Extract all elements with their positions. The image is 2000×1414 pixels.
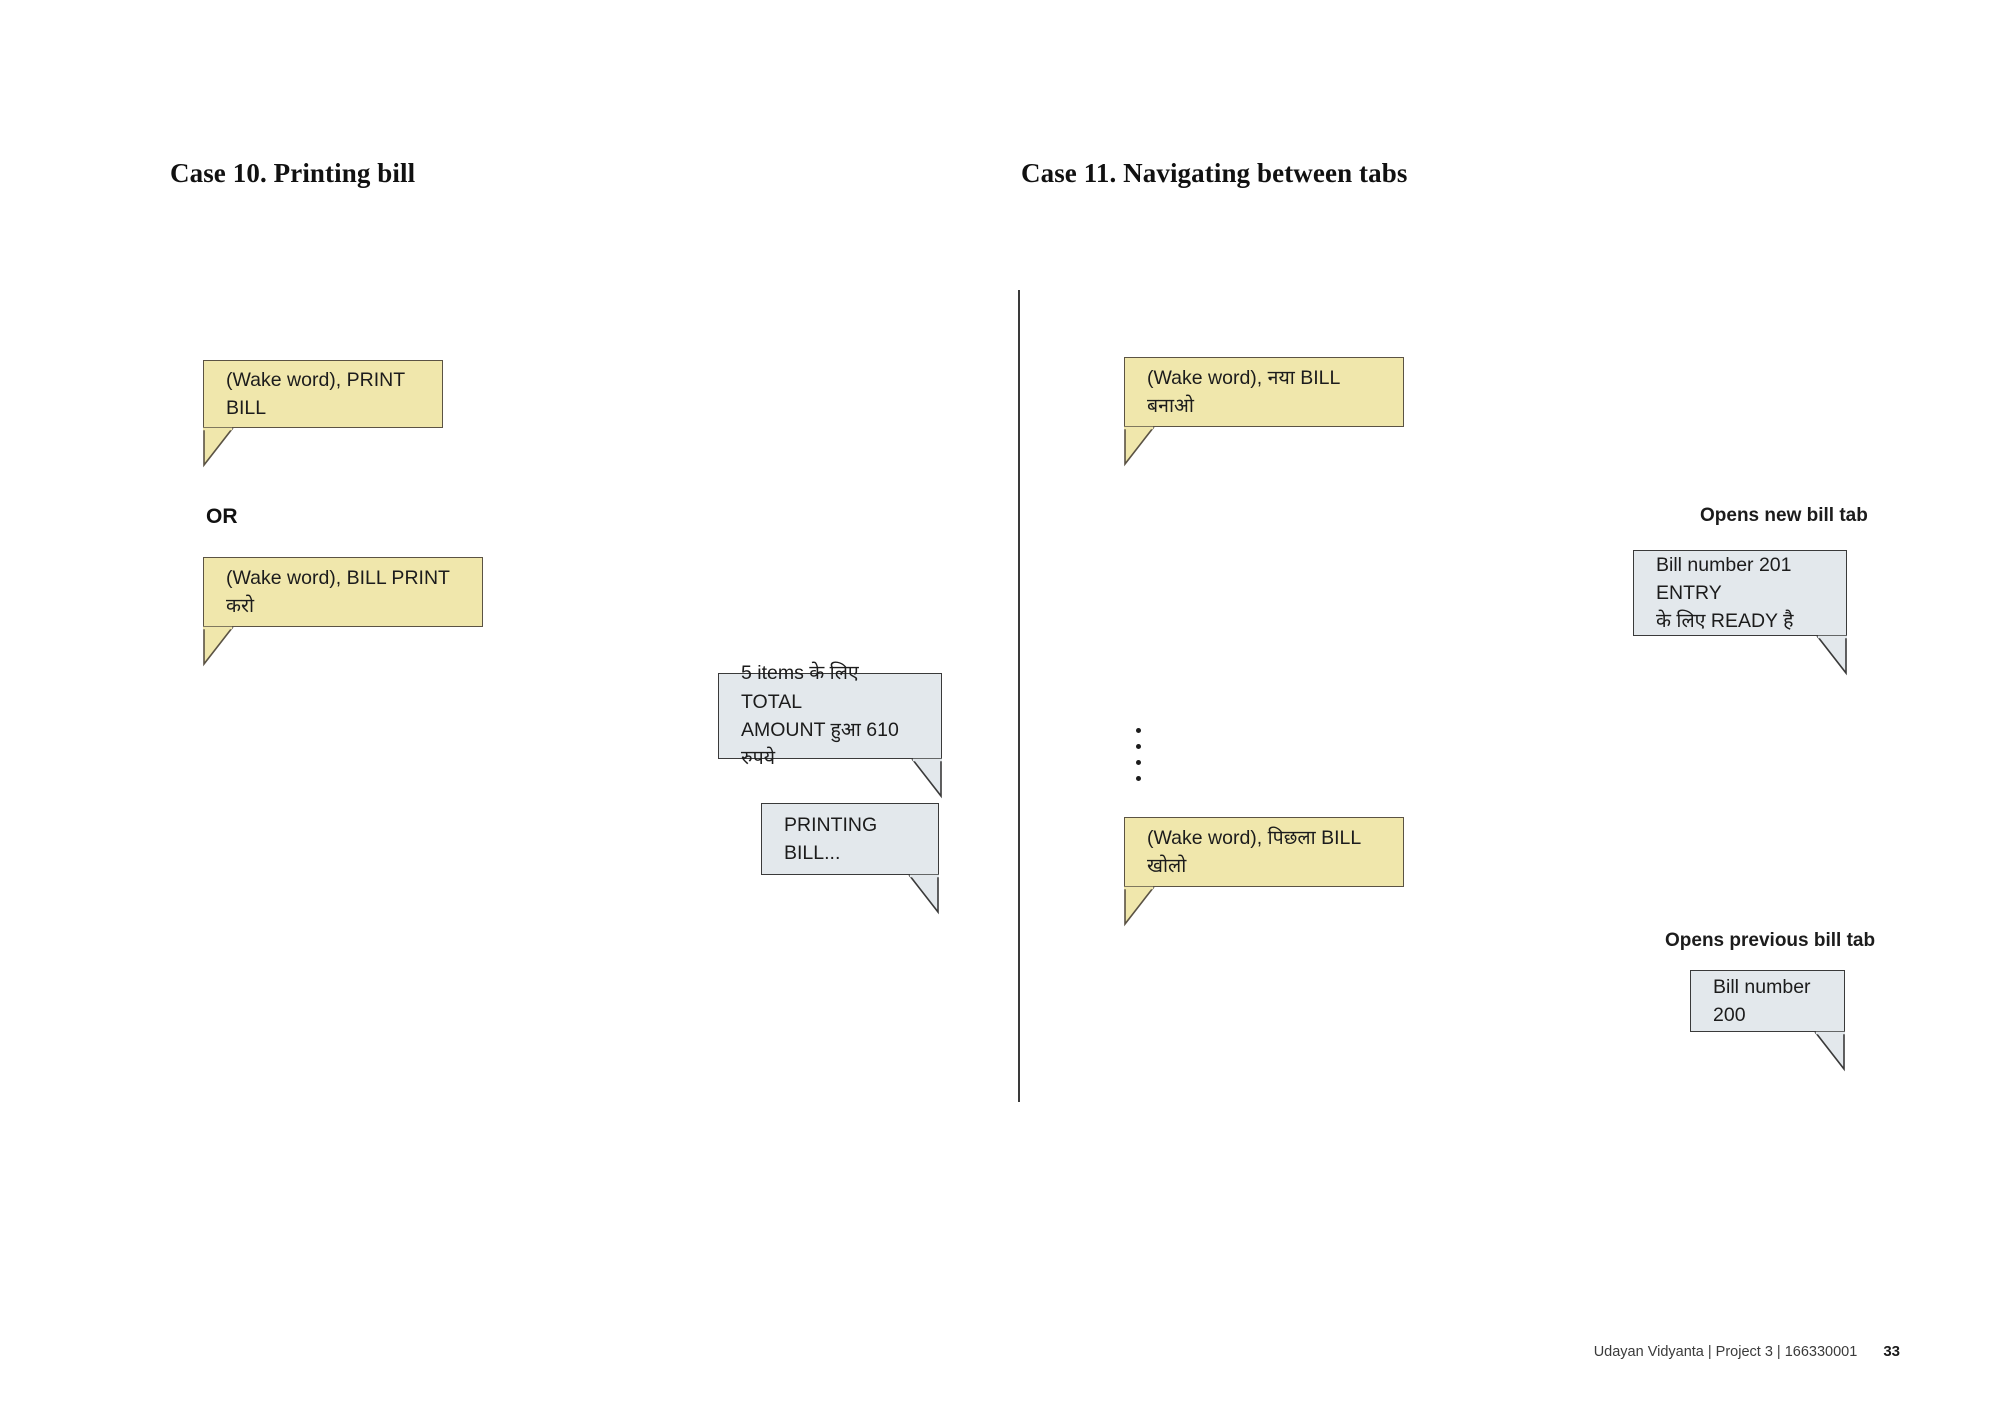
vertical-ellipsis: [1136, 728, 1141, 781]
ellipsis-dot: [1136, 728, 1141, 733]
bubble-text: (Wake word), पिछला BILL खोलो: [1147, 826, 1361, 877]
bubble-text-line-2: के लिए READY है: [1656, 610, 1794, 633]
ellipsis-dot: [1136, 776, 1141, 781]
bubble-text-block: 5 items के लिए TOTAL AMOUNT हुआ 610 रुपय…: [741, 659, 919, 772]
bubble-text: PRINTING BILL...: [784, 813, 878, 864]
speech-bubble-total-amount: 5 items के लिए TOTAL AMOUNT हुआ 610 रुपय…: [718, 662, 942, 798]
page-number: 33: [1883, 1343, 1900, 1360]
bubble-text-block: Bill number 201 ENTRY के लिए READY है: [1656, 551, 1824, 636]
speech-bubble-previous-bill-command: (Wake word), पिछला BILL खोलो: [1124, 817, 1404, 926]
bubble-text-line-2: AMOUNT हुआ 610 रुपये: [741, 719, 899, 770]
page-footer: Udayan Vidyanta | Project 3 | 166330001 3…: [0, 1343, 2000, 1360]
bubble-text: (Wake word), नया BILL बनाओ: [1147, 366, 1340, 417]
ellipsis-dot: [1136, 744, 1141, 749]
speech-bubble-printing-bill: PRINTING BILL...: [761, 803, 939, 914]
case-11-heading: Case 11. Navigating between tabs: [1021, 158, 1408, 188]
speech-bubble-new-bill-command: (Wake word), नया BILL बनाओ: [1124, 357, 1404, 466]
bubble-text: (Wake word), BILL PRINT करो: [226, 566, 450, 617]
caption-opens-previous-bill-tab: Opens previous bill tab: [1665, 930, 1876, 951]
bubble-text: Bill number 200: [1713, 975, 1811, 1026]
bubble-text-line-1: Bill number 201 ENTRY: [1656, 553, 1792, 604]
column-divider: [1018, 290, 1020, 1102]
caption-opens-new-bill-tab: Opens new bill tab: [1700, 505, 1868, 526]
speech-bubble-bill-200: Bill number 200: [1690, 970, 1845, 1071]
speech-bubble-print-bill-english: (Wake word), PRINT BILL: [203, 360, 443, 467]
speech-bubble-print-bill-hindi: (Wake word), BILL PRINT करो: [203, 557, 483, 666]
bubble-text: (Wake word), PRINT BILL: [226, 368, 405, 419]
bubble-text-line-1: 5 items के लिए TOTAL: [741, 662, 859, 713]
speech-bubble-bill-201-ready: Bill number 201 ENTRY के लिए READY है: [1633, 550, 1847, 675]
ellipsis-dot: [1136, 760, 1141, 765]
or-label: OR: [206, 505, 238, 528]
case-10-heading: Case 10. Printing bill: [170, 158, 416, 188]
footer-attribution: Udayan Vidyanta | Project 3 | 166330001: [1593, 1344, 1858, 1360]
